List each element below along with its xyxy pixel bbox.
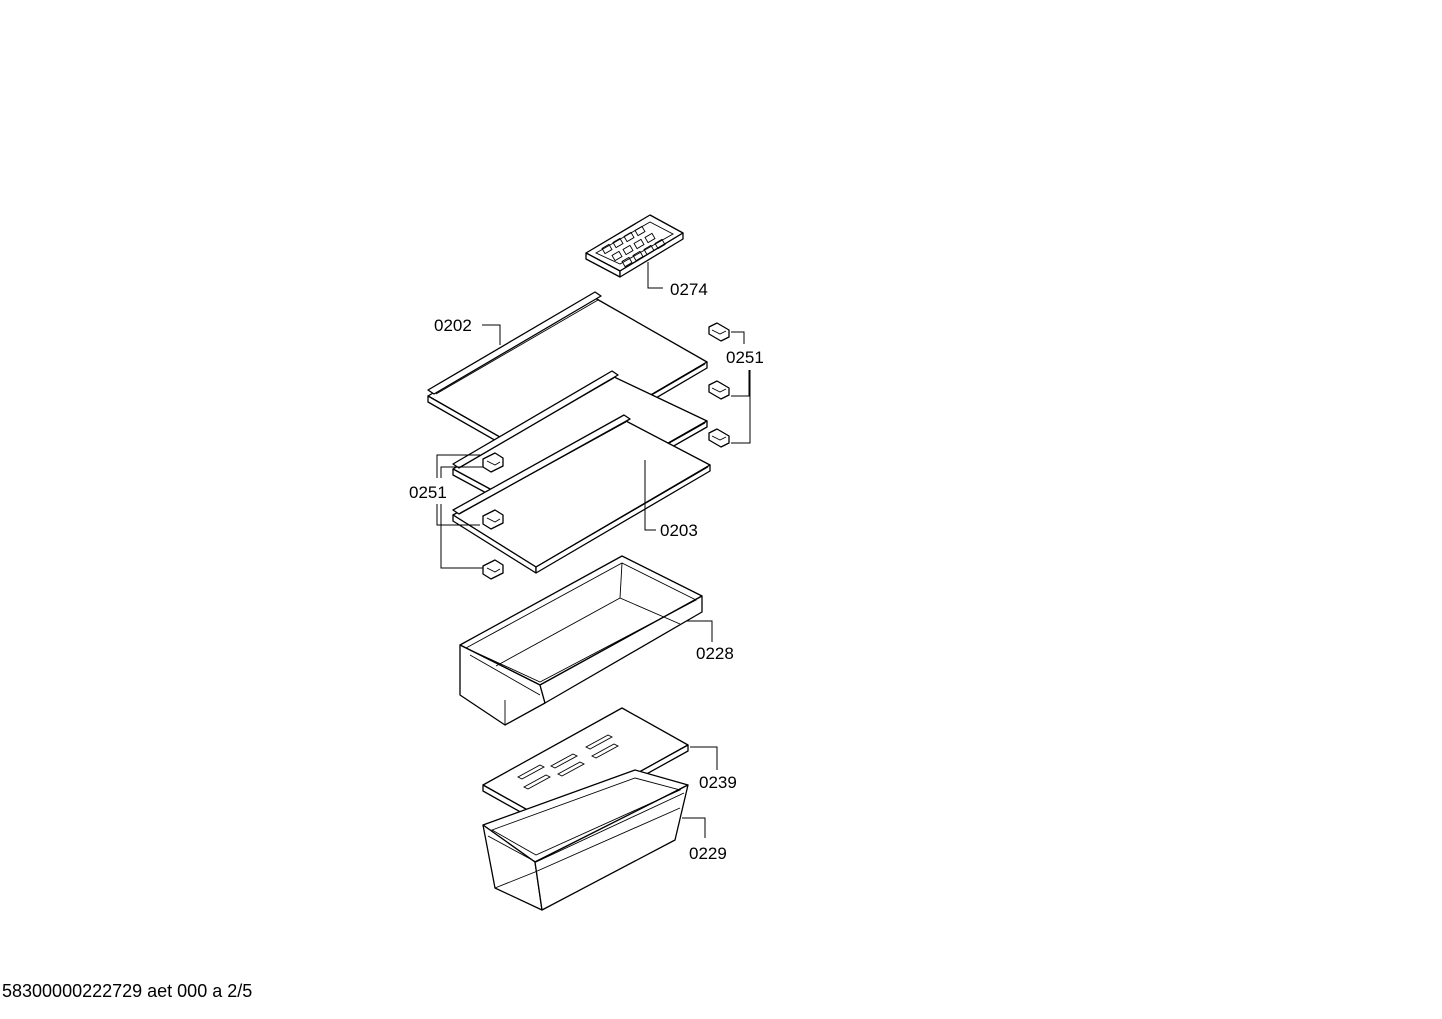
glass-shelf-lower	[452, 414, 711, 574]
callout-label-0239: 0239	[699, 773, 737, 792]
callout-label-0229: 0229	[689, 844, 727, 863]
callout-label-0228: 0228	[696, 644, 734, 663]
shelf-clips-left	[436, 452, 504, 580]
callout-label-0251-left: 0251	[409, 483, 447, 502]
callout-label-0202: 0202	[434, 316, 472, 335]
callout-label-0251-right: 0251	[726, 348, 764, 367]
document-code: 58300000222729 aet 000 a 2/5	[2, 981, 253, 1001]
storage-drawer	[459, 555, 713, 726]
ice-cube-tray	[585, 214, 684, 289]
shelf-clips-right	[708, 322, 751, 448]
callout-label-0203: 0203	[660, 521, 698, 540]
callout-label-0274: 0274	[670, 280, 708, 299]
crisper-box	[482, 769, 706, 911]
